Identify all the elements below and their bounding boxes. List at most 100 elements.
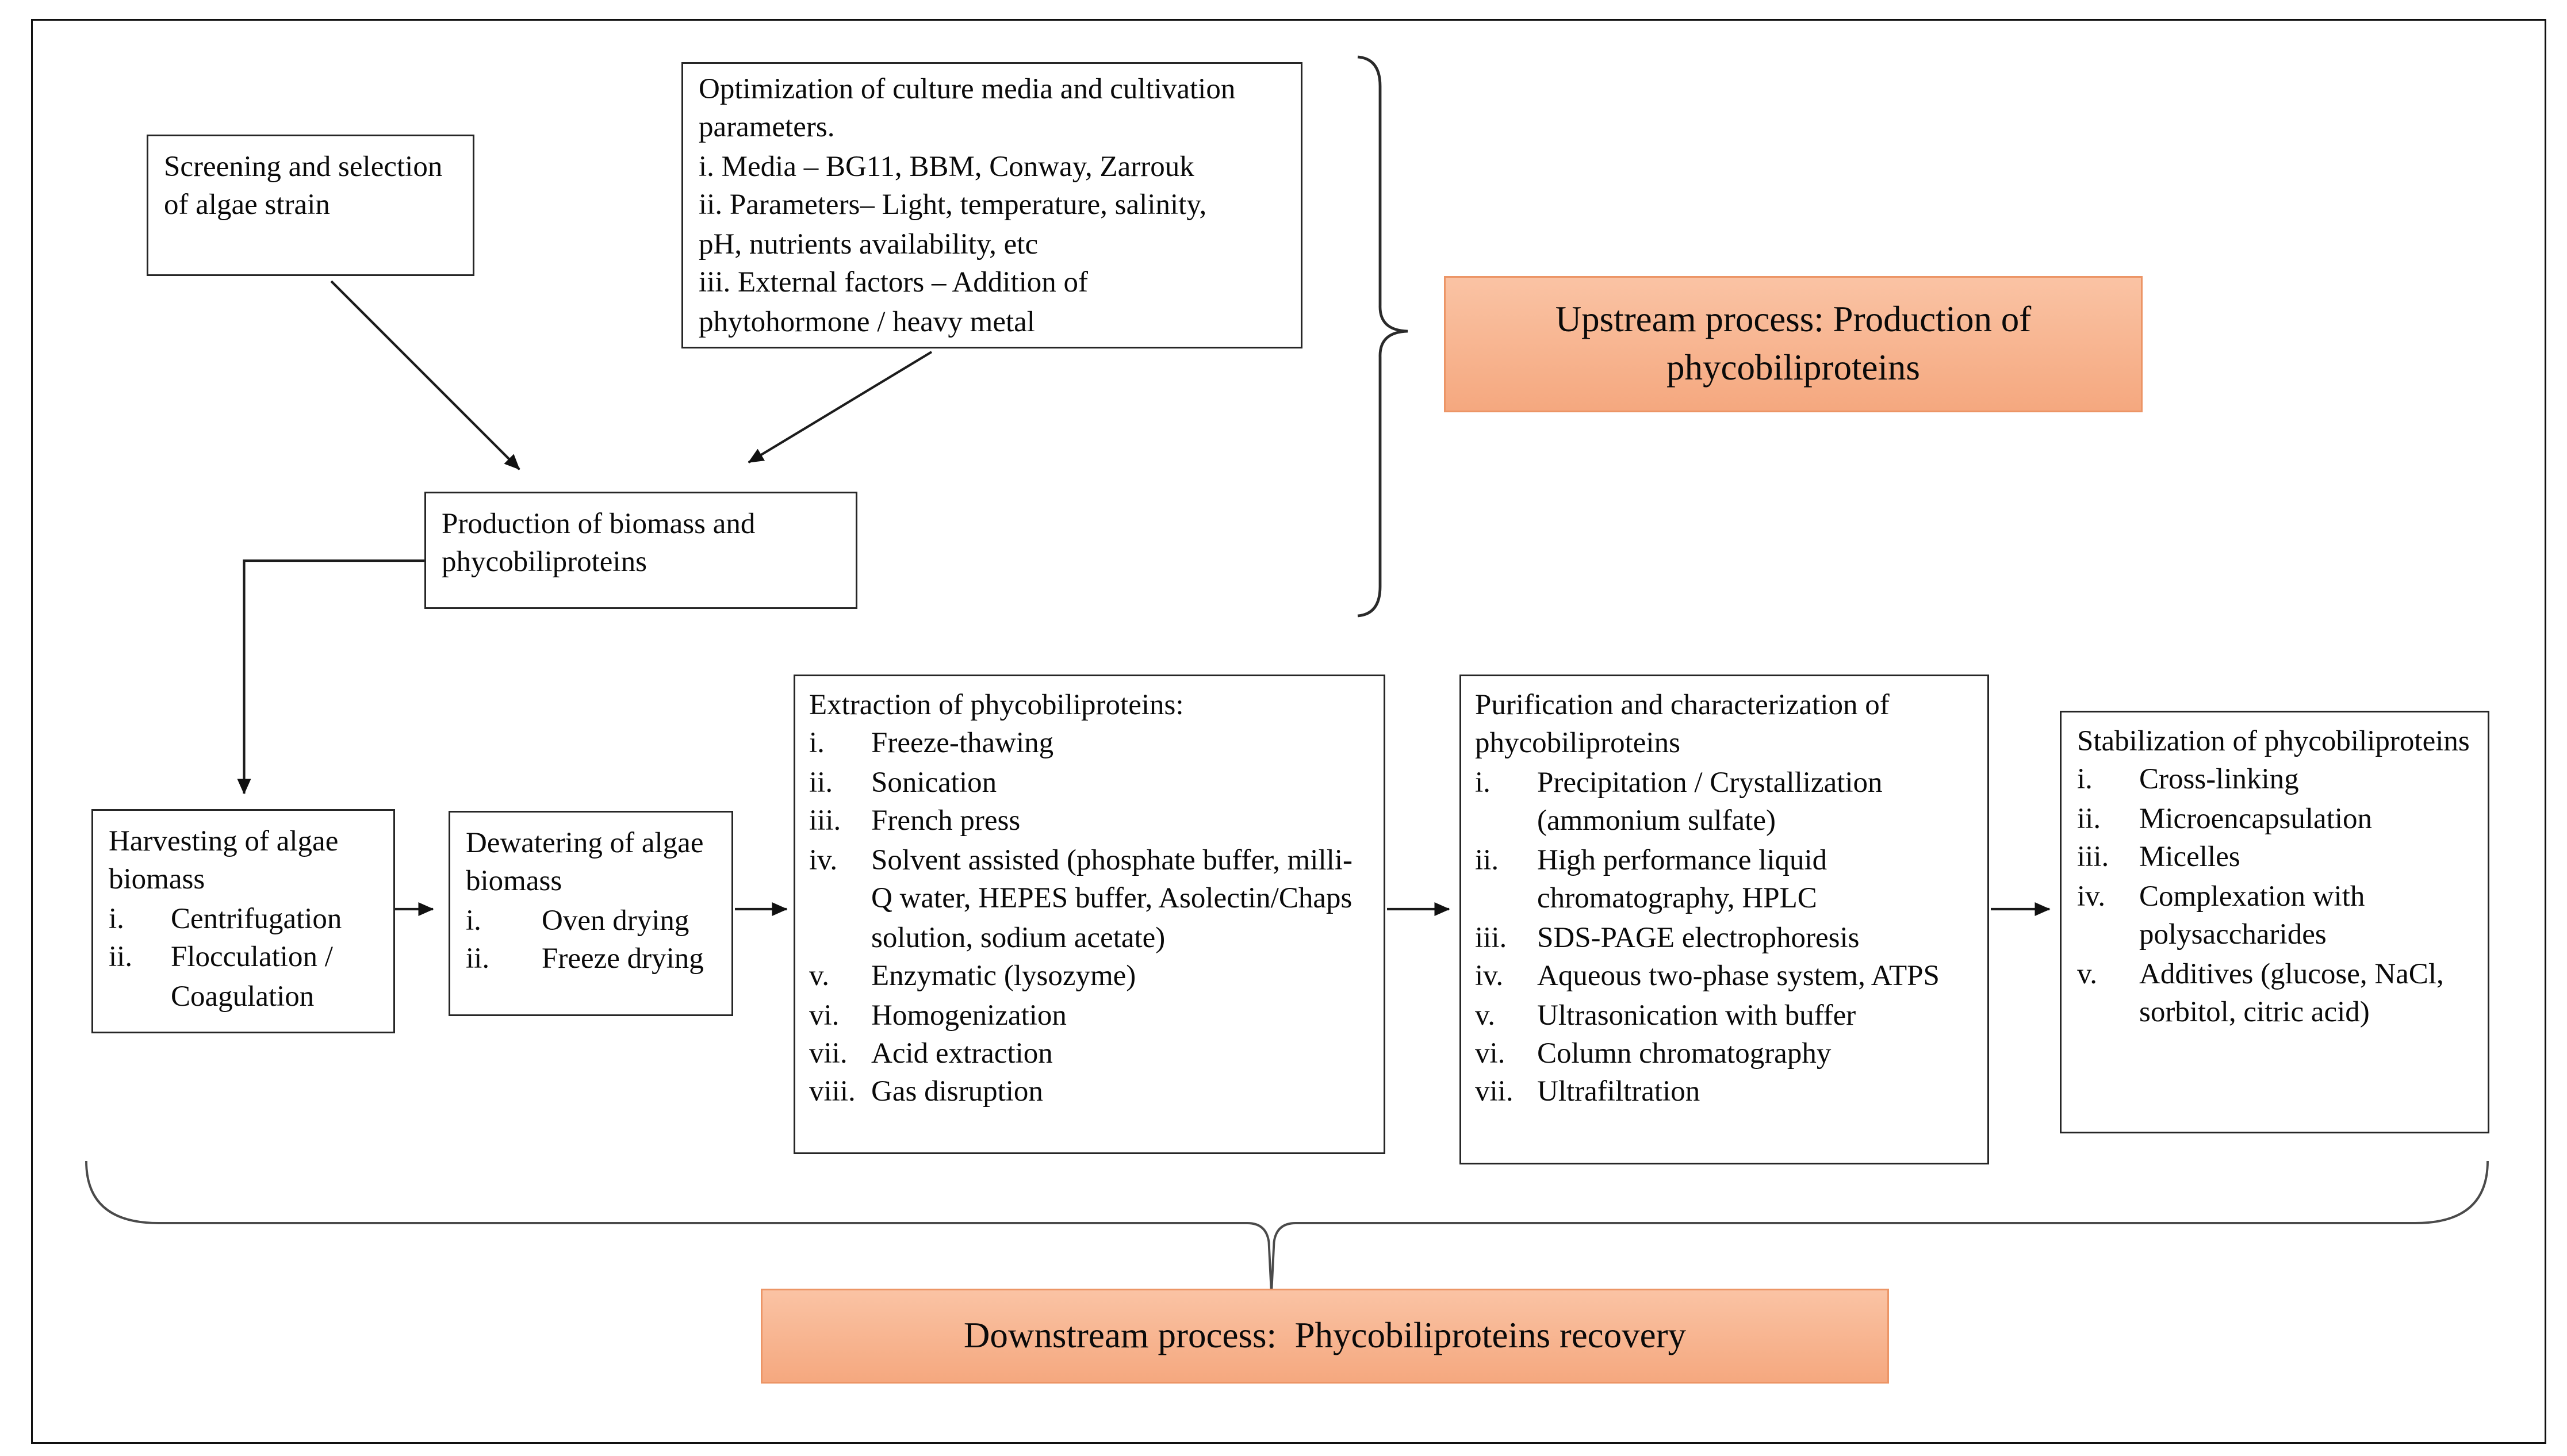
list-item: ii. Flocculation / Coagulation <box>109 939 362 1017</box>
node-text-line: i. Media – BG11, BBM, Conway, Zarrouk <box>699 150 1194 183</box>
list-item: i. Freeze-thawing <box>809 725 1370 764</box>
list-item-numeral: v. <box>2077 956 2097 990</box>
upstream-banner-label: Upstream process: Production of phycobil… <box>1555 298 2041 388</box>
arrow-production-to-harvesting <box>237 559 424 795</box>
node-extraction: Extraction of phycobiliproteins: i. Free… <box>794 675 1385 1154</box>
list-item: ii. Sonication <box>809 764 1370 803</box>
list-item: vi. Column chromatography <box>1475 1035 1951 1074</box>
downstream-banner-label: Downstream process: Phycobiliproteins re… <box>963 1314 1687 1356</box>
list-item-text: Microencapsulation <box>2139 802 2373 835</box>
node-text-line: Optimization of culture media and cultiv… <box>699 72 1236 144</box>
list-item-numeral: vii. <box>1475 1075 1514 1109</box>
arrow-screening-to-production <box>330 280 520 470</box>
box-title: Stabilization of phycobiliproteins <box>2077 725 2470 757</box>
list-item-text: Complexation with polysaccharides <box>2139 879 2365 951</box>
list-item-text: Solvent assisted (phosphate buffer, mill… <box>871 843 1353 953</box>
box-title: Dewatering of algae biomass <box>466 826 704 898</box>
list-item-text: Enzymatic (lysozyme) <box>871 959 1136 993</box>
list-item: vi. Homogenization <box>809 997 1370 1035</box>
list-item-numeral: vi. <box>1475 1036 1505 1070</box>
node-text-line: iii. External factors – Addition of phyt… <box>699 266 1089 338</box>
list-item: viii. Gas disruption <box>809 1074 1370 1112</box>
list-item-text: SDS-PAGE electrophoresis <box>1537 920 1860 953</box>
upstream-brace-icon <box>1357 55 1408 618</box>
list-item-numeral: vi. <box>809 998 840 1031</box>
upstream-banner: Upstream process: Production of phycobil… <box>1444 276 2143 412</box>
list-item-text: Homogenization <box>871 998 1067 1031</box>
list-item-text: Additives (glucose, NaCl, sorbitol, citr… <box>2139 956 2444 1029</box>
list-item-numeral: iv. <box>1475 959 1504 993</box>
list-item: iii. French press <box>809 803 1370 841</box>
node-optimization: Optimization of culture media and cultiv… <box>681 62 1302 348</box>
list-item-numeral: i. <box>466 903 481 937</box>
list-item: iv. Solvent assisted (phosphate buffer, … <box>809 841 1370 957</box>
list-item-numeral: iv. <box>809 843 838 876</box>
node-text-line: ii. Parameters– Light, temperature, sali… <box>699 188 1207 260</box>
list-item-numeral: vii. <box>809 1036 848 1070</box>
list-item-numeral: i. <box>809 727 825 760</box>
box-title: Harvesting of algae biomass <box>109 825 339 896</box>
node-purification: Purification and characterization of phy… <box>1459 675 1989 1164</box>
downstream-banner: Downstream process: Phycobiliproteins re… <box>761 1289 1889 1384</box>
list-item-numeral: ii. <box>809 765 833 799</box>
list-item-numeral: ii. <box>1475 843 1499 876</box>
list-item-text: Gas disruption <box>871 1075 1043 1109</box>
figure-border <box>31 19 2546 1444</box>
list-item-numeral: v. <box>1475 998 1495 1031</box>
arrow-optimization-to-production <box>748 351 933 463</box>
list-item-numeral: viii. <box>809 1075 856 1109</box>
list-item-text: Ultrafiltration <box>1537 1075 1700 1109</box>
list-item-text: Sonication <box>871 765 997 799</box>
list-item-text: Oven drying <box>542 903 689 937</box>
list-item-numeral: iii. <box>809 804 841 837</box>
list-item-numeral: iii. <box>2077 840 2109 873</box>
node-text: Production of biomass and phycobiliprote… <box>442 507 756 579</box>
node-stabilization: Stabilization of phycobiliproteins i. Cr… <box>2060 711 2489 1133</box>
list-item: ii. Freeze drying <box>466 941 711 979</box>
list-item: v. Ultrasonication with buffer <box>1475 997 1951 1035</box>
list-item: vii. Ultrafiltration <box>1475 1074 1951 1112</box>
box-title: Extraction of phycobiliproteins: <box>809 688 1184 721</box>
list-item-numeral: iii. <box>1475 920 1507 953</box>
node-production: Production of biomass and phycobiliprote… <box>424 492 857 609</box>
list-item-numeral: i. <box>2077 763 2093 796</box>
list-item: iv. Aqueous two-phase system, ATPS <box>1475 957 1951 996</box>
list-item-text: French press <box>871 804 1021 837</box>
list-item: vii. Acid extraction <box>809 1035 1370 1074</box>
list-item: i. Oven drying <box>466 902 711 941</box>
list-item-text: Flocculation / Coagulation <box>171 940 333 1013</box>
list-item-numeral: ii. <box>466 942 490 975</box>
list-item: ii. Microencapsulation <box>2077 800 2472 839</box>
list-item-text: Micelles <box>2139 840 2240 873</box>
box-title: Purification and characterization of phy… <box>1475 688 1890 760</box>
downstream-brace-icon <box>85 1160 2489 1294</box>
list-item-text: Acid extraction <box>871 1036 1053 1070</box>
list-item: i. Centrifugation <box>109 901 362 939</box>
list-item-text: Column chromatography <box>1537 1036 1832 1070</box>
list-item-numeral: i. <box>109 902 124 935</box>
node-screening: Screening and selection of algae strain <box>147 135 474 276</box>
list-item-text: Freeze drying <box>542 942 704 975</box>
node-dewatering: Dewatering of algae biomass i. Oven dryi… <box>449 811 733 1016</box>
list-item: v. Enzymatic (lysozyme) <box>809 957 1370 996</box>
list-item-text: High performance liquid chromatography, … <box>1537 843 1827 915</box>
list-item-numeral: iv. <box>2077 879 2106 913</box>
list-item: iv. Complexation with polysaccharides <box>2077 878 2472 955</box>
list-item-text: Ultrasonication with buffer <box>1537 998 1856 1031</box>
list-item-text: Freeze-thawing <box>871 727 1054 760</box>
list-item-text: Aqueous two-phase system, ATPS <box>1537 959 1940 993</box>
list-item-numeral: v. <box>809 959 829 993</box>
list-item-text: Precipitation / Crystallization (ammoniu… <box>1537 765 1883 837</box>
list-item-text: Centrifugation <box>171 902 342 935</box>
node-text: Screening and selection of algae strain <box>164 150 443 222</box>
list-item: iii. SDS-PAGE electrophoresis <box>1475 919 1951 957</box>
list-item-numeral: i. <box>1475 765 1491 799</box>
node-harvesting: Harvesting of algae biomass i. Centrifug… <box>91 809 395 1033</box>
list-item-numeral: ii. <box>109 940 133 974</box>
list-item: iii. Micelles <box>2077 839 2472 878</box>
list-item: i. Cross-linking <box>2077 761 2472 800</box>
list-item: ii. High performance liquid chromatograp… <box>1475 841 1951 919</box>
list-item: i. Precipitation / Crystallization (ammo… <box>1475 764 1951 842</box>
